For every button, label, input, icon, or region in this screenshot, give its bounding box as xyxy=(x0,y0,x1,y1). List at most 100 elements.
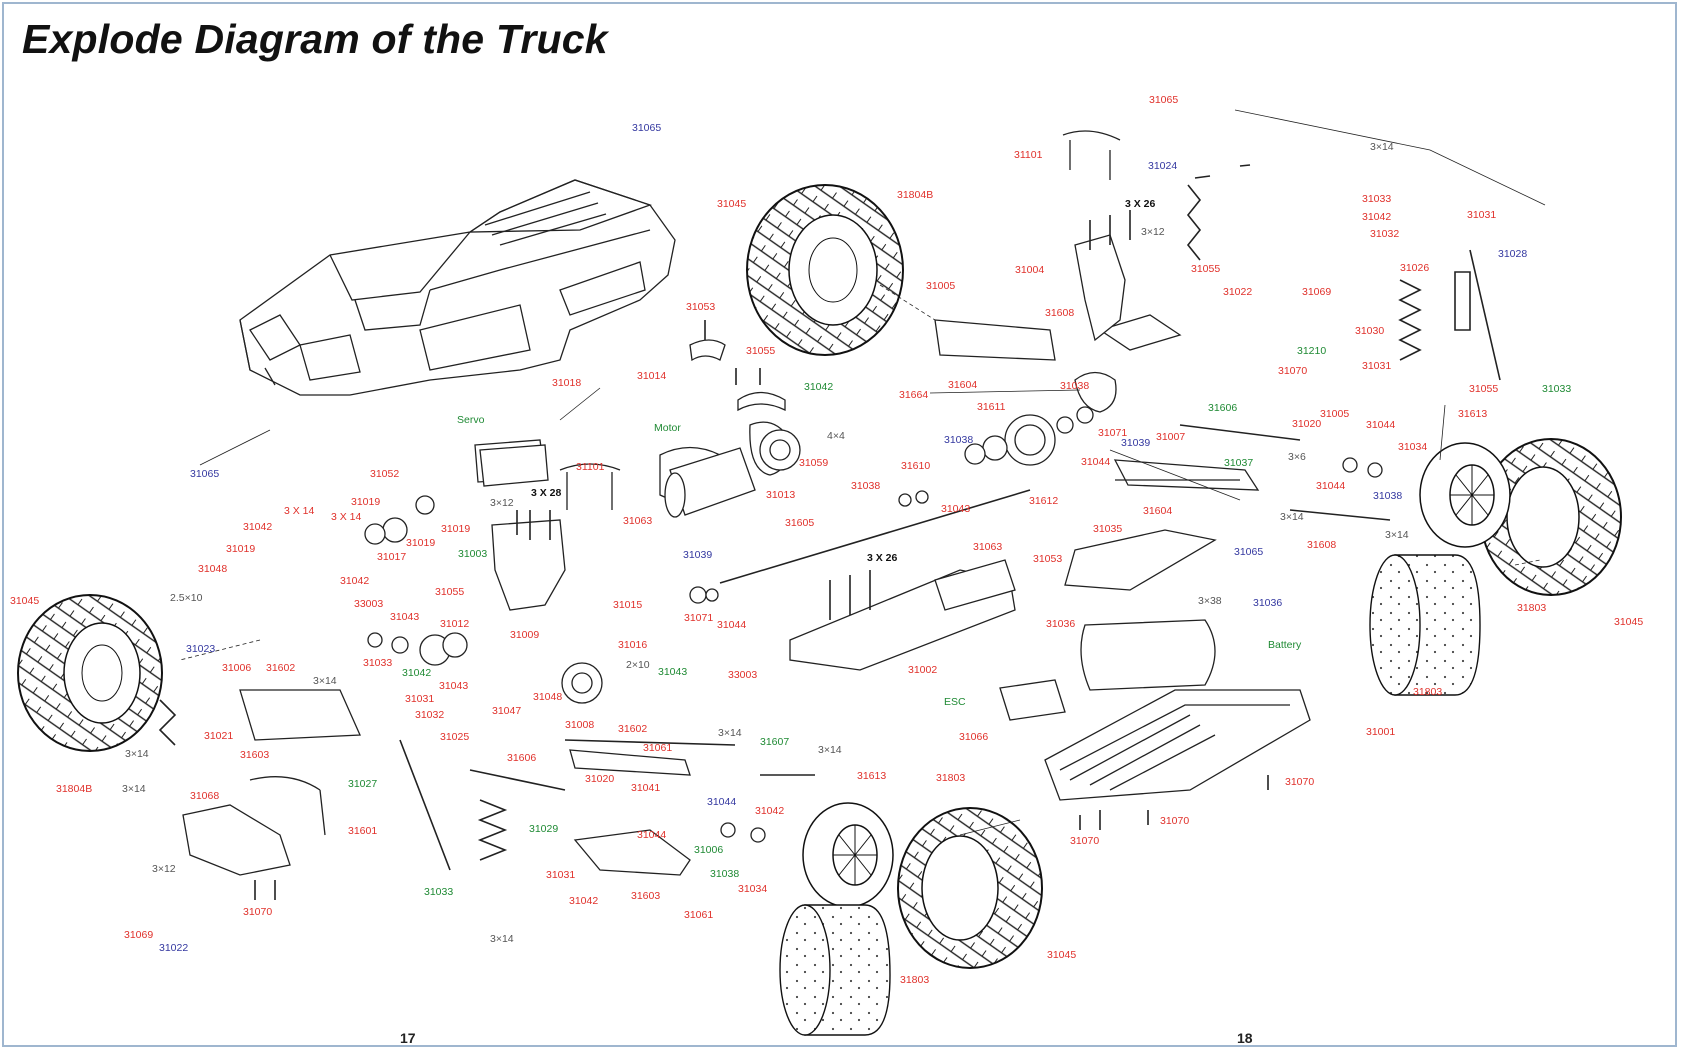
part-label: 31044 xyxy=(1366,419,1396,431)
part-label: 31612 xyxy=(1029,495,1059,507)
part-label: 31603 xyxy=(240,749,270,761)
part-label: 31065 xyxy=(1234,546,1264,558)
part-label: 31069 xyxy=(124,929,154,941)
part-label: 31004 xyxy=(1015,264,1045,276)
part-label: 31019 xyxy=(406,537,436,549)
part-label: 31033 xyxy=(363,657,393,669)
part-label: 31053 xyxy=(686,301,716,313)
part-label: 31042 xyxy=(804,381,834,393)
part-label: 31602 xyxy=(618,723,648,735)
part-label: 3×12 xyxy=(490,497,514,509)
part-label: 31804B xyxy=(897,189,934,201)
part-label: 31066 xyxy=(959,731,989,743)
part-label: 31038 xyxy=(1373,490,1403,502)
part-label: 31024 xyxy=(1148,160,1178,172)
part-label: 31025 xyxy=(440,731,470,743)
part-label: 3×14 xyxy=(313,675,337,687)
part-label: 31043 xyxy=(941,503,971,515)
part-label: 31039 xyxy=(1121,437,1151,449)
part-label: 31033 xyxy=(1542,383,1572,395)
part-label: 31031 xyxy=(1362,360,1392,372)
truck-body-shell xyxy=(239,179,676,396)
part-label: 31008 xyxy=(565,719,595,731)
part-label: 31803 xyxy=(1413,686,1443,698)
part-label: 31041 xyxy=(631,782,661,794)
part-label: Servo xyxy=(457,414,485,426)
part-label: 31019 xyxy=(351,496,381,508)
part-label: 33003 xyxy=(354,598,384,610)
part-label: 31030 xyxy=(1355,325,1385,337)
part-label: 31037 xyxy=(1224,457,1254,469)
part-label: 31605 xyxy=(785,517,815,529)
part-label: 3×14 xyxy=(122,783,146,795)
part-label: 31036 xyxy=(1046,618,1076,630)
part-label: 31028 xyxy=(1498,248,1528,260)
part-label: 31803 xyxy=(900,974,930,986)
page-number-right: 18 xyxy=(1237,1030,1253,1046)
part-label: 31015 xyxy=(613,599,643,611)
part-label: 3×12 xyxy=(1141,226,1165,238)
part-label: 31059 xyxy=(799,457,829,469)
part-label: 31611 xyxy=(977,401,1006,413)
part-label: 31065 xyxy=(1149,94,1179,106)
part-label: 31013 xyxy=(766,489,796,501)
part-label: 31038 xyxy=(1060,380,1090,392)
part-label: 31101 xyxy=(576,461,605,473)
part-label: 31613 xyxy=(857,770,887,782)
part-label: 4×4 xyxy=(827,430,845,442)
part-label: 31045 xyxy=(717,198,747,210)
part-label: 31055 xyxy=(435,586,465,598)
part-label: 31007 xyxy=(1156,431,1186,443)
part-label: 31610 xyxy=(901,460,931,472)
part-label: 31001 xyxy=(1366,726,1396,738)
part-label: 31035 xyxy=(1093,523,1123,535)
part-label: 31070 xyxy=(1070,835,1100,847)
tires xyxy=(17,184,1622,969)
part-label: 31033 xyxy=(424,886,454,898)
part-label: 31044 xyxy=(1081,456,1111,468)
part-label: 31070 xyxy=(1285,776,1315,788)
part-label: 31039 xyxy=(683,549,713,561)
part-label: 3×14 xyxy=(125,748,149,760)
part-label: 2.5×10 xyxy=(170,592,203,604)
part-label: 31006 xyxy=(222,662,252,674)
part-label: 31027 xyxy=(348,778,378,790)
part-label: 31055 xyxy=(1191,263,1221,275)
part-label: 31045 xyxy=(1614,616,1644,628)
part-label: 31020 xyxy=(585,773,615,785)
part-label: 31048 xyxy=(198,563,228,575)
part-label: 3 X 14 xyxy=(284,505,315,517)
part-label: 31071 xyxy=(1098,427,1128,439)
part-label: 31063 xyxy=(623,515,653,527)
part-label: 3×14 xyxy=(718,727,742,739)
part-label: 31005 xyxy=(926,280,956,292)
part-label: 33003 xyxy=(728,669,758,681)
part-label: 31606 xyxy=(507,752,537,764)
part-label: 31032 xyxy=(1370,228,1400,240)
part-label: 31038 xyxy=(710,868,740,880)
part-label: 31022 xyxy=(159,942,189,954)
part-label: 3×14 xyxy=(818,744,842,756)
part-label: 3 X 26 xyxy=(867,552,898,564)
part-label: 31053 xyxy=(1033,553,1063,565)
part-label: 31055 xyxy=(1469,383,1499,395)
part-label: 31601 xyxy=(348,825,378,837)
part-label: 31031 xyxy=(1467,209,1497,221)
part-label: 31018 xyxy=(552,377,582,389)
diagram-title: Explode Diagram of the Truck xyxy=(22,16,608,62)
part-label: 31044 xyxy=(637,829,667,841)
part-label: 31005 xyxy=(1320,408,1350,420)
part-label: 31038 xyxy=(851,480,881,492)
part-label: 31020 xyxy=(1292,418,1322,430)
part-label: 31042 xyxy=(569,895,599,907)
part-label: 3×14 xyxy=(1280,511,1304,523)
part-label: 31043 xyxy=(658,666,688,678)
part-label: 3 X 26 xyxy=(1125,198,1156,210)
part-label: 31070 xyxy=(1160,815,1190,827)
part-label: 31006 xyxy=(694,844,724,856)
part-label: 31034 xyxy=(1398,441,1428,453)
part-label: 31042 xyxy=(402,667,432,679)
part-label: Motor xyxy=(654,422,681,434)
